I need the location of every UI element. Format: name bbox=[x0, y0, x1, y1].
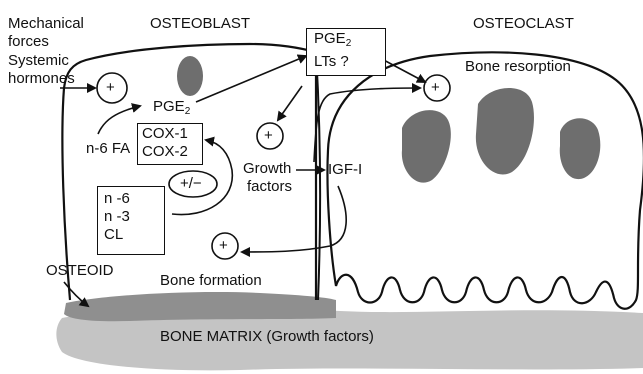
arrow-pge2-to-box bbox=[196, 56, 306, 102]
plus-minus-label: +/− bbox=[180, 175, 202, 193]
plus-resorption: + bbox=[431, 79, 440, 97]
plus-hormones: + bbox=[106, 79, 115, 97]
osteoid-label: OSTEOID bbox=[46, 262, 114, 280]
osteoclast-title: OSTEOCLAST bbox=[473, 15, 574, 33]
cl-text: CL bbox=[104, 226, 160, 244]
cox-box: COX-1 COX-2 bbox=[137, 123, 203, 165]
cox1-text: COX-1 bbox=[142, 125, 198, 143]
plus-bone-formation: + bbox=[219, 237, 228, 255]
growth-label: Growth bbox=[243, 160, 291, 178]
pge2-label: PGE2 bbox=[153, 98, 190, 121]
n6-fa-label: n-6 FA bbox=[86, 140, 130, 158]
mechanical-label: Mechanical bbox=[8, 15, 84, 33]
pge2-box-base: PGE bbox=[314, 30, 346, 47]
forces-text: forces bbox=[8, 33, 49, 50]
hormones-label: hormones bbox=[8, 70, 75, 88]
bone-resorption-label: Bone resorption bbox=[465, 58, 571, 76]
n6-text: n -6 bbox=[104, 190, 160, 208]
systemic-text: Systemic bbox=[8, 52, 69, 69]
systemic-label: Systemic bbox=[8, 52, 69, 70]
pge2-box-subscript: 2 bbox=[346, 38, 352, 49]
osteoblast-nucleus bbox=[177, 56, 203, 96]
pge2-subscript: 2 bbox=[185, 106, 191, 117]
forces-label: forces bbox=[8, 33, 49, 51]
arrow-box-to-growth bbox=[278, 86, 302, 120]
pge2-lts-box: PGE2 LTs ? bbox=[306, 28, 386, 76]
osteoblast-title: OSTEOBLAST bbox=[150, 15, 250, 33]
fatty-acid-box: n -6 n -3 CL bbox=[97, 186, 165, 255]
bone-formation-label: Bone formation bbox=[160, 272, 262, 290]
bone-matrix-label: BONE MATRIX (Growth factors) bbox=[160, 328, 374, 346]
hormones-text: hormones bbox=[8, 70, 75, 87]
n3-text: n -3 bbox=[104, 208, 160, 226]
pge2-lts-line1: PGE2 bbox=[314, 30, 381, 53]
cox2-text: COX-2 bbox=[142, 143, 198, 161]
lts-text: LTs ? bbox=[314, 53, 381, 71]
pge2-base-text: PGE bbox=[153, 98, 185, 115]
factors-label: factors bbox=[247, 178, 292, 196]
osteoid-layer-shape bbox=[64, 292, 336, 321]
osteoclast-cell-outline bbox=[327, 52, 643, 308]
plus-growth-factors: + bbox=[264, 127, 273, 145]
mechanical-text: Mechanical bbox=[8, 15, 84, 32]
arrow-nfa-to-pge2 bbox=[98, 106, 140, 134]
igf-label: IGF-I bbox=[328, 161, 362, 179]
